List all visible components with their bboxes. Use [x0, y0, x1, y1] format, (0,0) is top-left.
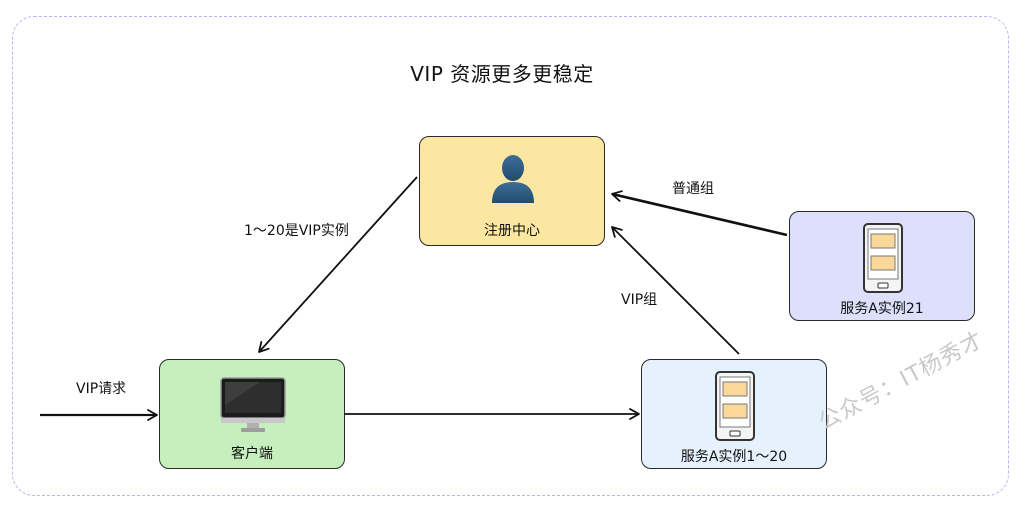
tablet-icon — [863, 223, 903, 293]
monitor-icon — [220, 377, 286, 432]
arrow-registry-to-client — [258, 176, 418, 353]
normal-service-label: 服务A实例21 — [840, 301, 924, 317]
edge-label-vip-group: VIP组 — [621, 292, 658, 308]
edge-label-vip-request: VIP请求 — [76, 381, 127, 397]
arrow-normal-to-registry — [611, 190, 788, 237]
diagram-title: VIP 资源更多更稳定 — [410, 62, 594, 86]
edge-label-vip-range: 1～20是VIP实例 — [244, 223, 349, 239]
client-node: 客户端 — [159, 359, 345, 469]
diagram-frame — [12, 16, 1009, 496]
registry-label: 注册中心 — [484, 223, 540, 239]
client-label: 客户端 — [231, 446, 273, 462]
user-icon — [492, 155, 534, 203]
vip-service-node: 服务A实例1～20 — [641, 359, 827, 469]
edge-label-normal-group: 普通组 — [672, 181, 714, 197]
vip-service-label: 服务A实例1～20 — [680, 449, 788, 465]
registry-node: 注册中心 — [419, 136, 605, 246]
normal-service-node: 服务A实例21 — [789, 211, 975, 321]
tablet-icon — [715, 371, 755, 441]
arrow-vip-to-registry — [611, 226, 740, 355]
